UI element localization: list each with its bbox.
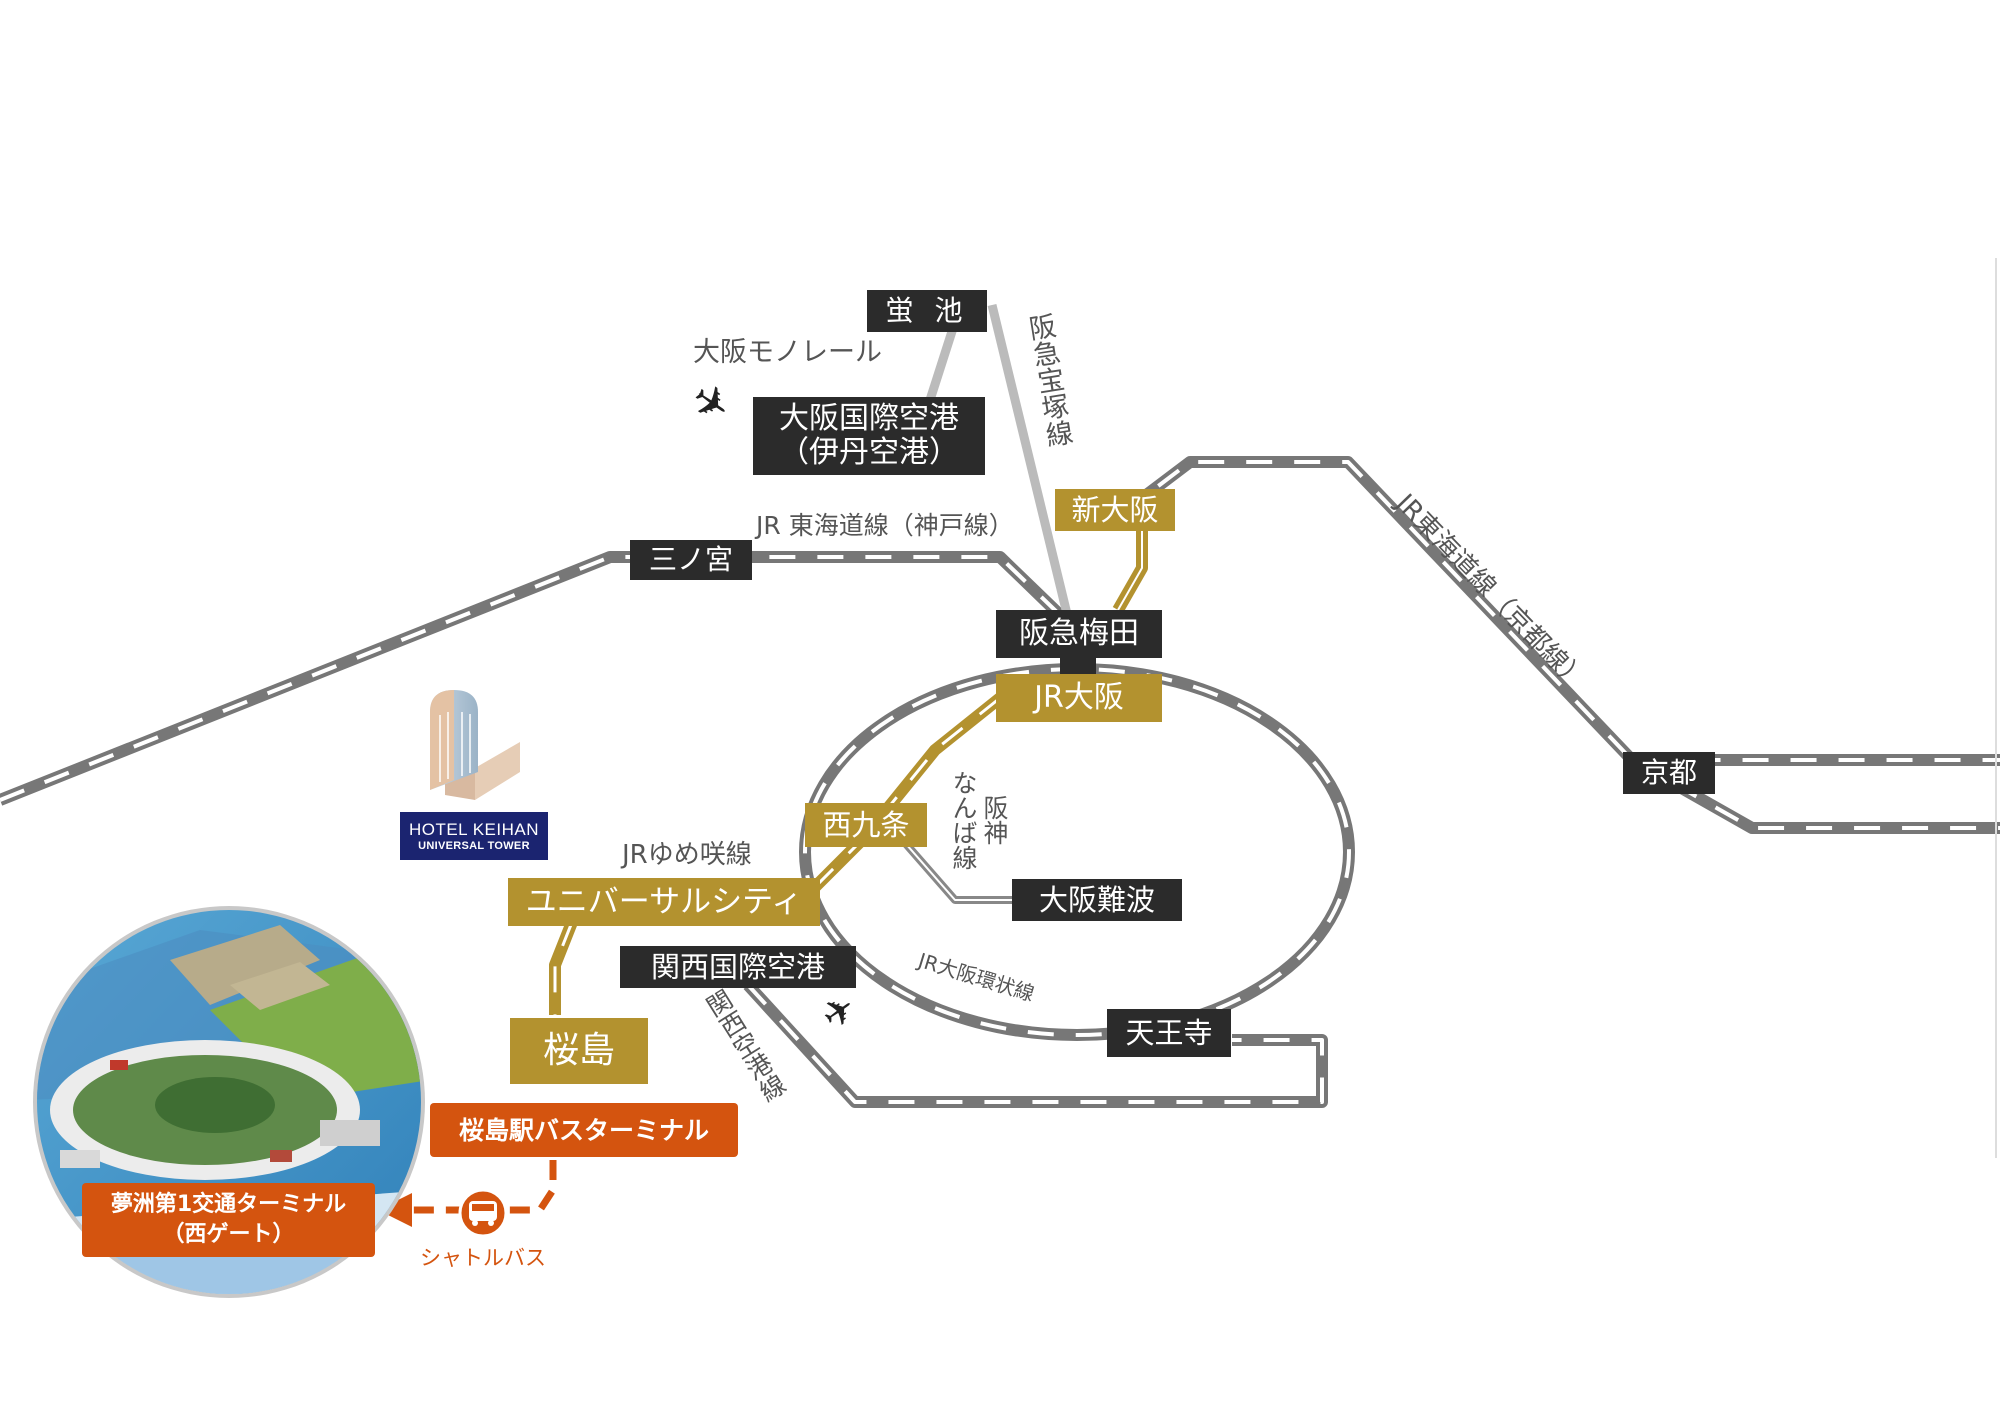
station-hotarugaike[interactable]: 蛍 池	[867, 290, 987, 332]
station-osaka-namba[interactable]: 大阪難波	[1012, 879, 1182, 921]
station-itami-airport-name: 大阪国際空港	[779, 401, 959, 436]
label-namba-line-text: なんば線	[949, 770, 978, 870]
shuttle-bus-route	[395, 1160, 557, 1214]
station-sannomiya[interactable]: 三ノ宮	[630, 540, 752, 580]
station-kyoto[interactable]: 京都	[1623, 752, 1715, 794]
gold-link-shin-osaka	[1112, 528, 1148, 613]
hotel-building-icon	[430, 690, 520, 800]
station-universal-city[interactable]: ユニバーサルシティ	[508, 878, 820, 926]
station-itami-airport-sub: （伊丹空港）	[779, 435, 959, 470]
station-shin-osaka[interactable]: 新大阪	[1055, 489, 1175, 531]
label-osaka-monorail: 大阪モノレール	[693, 337, 882, 368]
station-yumeshima-terminal[interactable]: 夢洲第1交通ターミナル （西ゲート）	[82, 1183, 375, 1257]
station-jr-osaka[interactable]: JR大阪	[996, 674, 1162, 722]
station-sakurajima[interactable]: 桜島	[510, 1018, 648, 1084]
station-sakurajima-bus-terminal[interactable]: 桜島駅バスターミナル	[430, 1103, 738, 1157]
label-hanshin-text: 阪神	[980, 795, 1009, 845]
label-shuttle-bus: シャトルバス	[420, 1246, 546, 1270]
right-edge-divider	[1995, 258, 1997, 1158]
yumeshima-terminal-sub: （西ゲート）	[162, 1222, 295, 1247]
station-nishikujo[interactable]: 西九条	[805, 803, 927, 847]
station-hankyu-umeda[interactable]: 阪急梅田	[996, 610, 1162, 658]
expo-site-image	[33, 906, 425, 1298]
station-itami-airport[interactable]: 大阪国際空港 （伊丹空港）	[753, 397, 985, 475]
osaka-monorail-line	[925, 320, 960, 402]
hotel-logo-line1: HOTEL KEIHAN	[408, 820, 540, 839]
label-jr-tokaido-kobe: JR 東海道線（神戸線）	[756, 511, 1014, 540]
hankyu-takarazuka-line	[987, 303, 1073, 620]
jr-osaka-loop-line	[799, 663, 1355, 1041]
jr-tokaido-kobe-line	[0, 551, 1065, 806]
umeda-connector	[1060, 658, 1096, 674]
bus-icon	[458, 1188, 508, 1238]
station-tennoji[interactable]: 天王寺	[1107, 1009, 1231, 1057]
yumeshima-terminal-name: 夢洲第1交通ターミナル	[110, 1192, 347, 1217]
hotel-keihan-logo[interactable]: HOTEL KEIHAN UNIVERSAL TOWER	[400, 812, 548, 860]
station-kansai-airport[interactable]: 関西国際空港	[620, 946, 856, 988]
shuttle-arrow-icon	[378, 1193, 412, 1227]
label-hanshin-namba: 阪神 なんば線	[949, 770, 1009, 870]
kansai-airport-line	[743, 980, 1328, 1108]
hotel-logo-line2: UNIVERSAL TOWER	[418, 840, 530, 852]
label-jr-yumesaki: JRゆめ咲線	[622, 840, 752, 870]
